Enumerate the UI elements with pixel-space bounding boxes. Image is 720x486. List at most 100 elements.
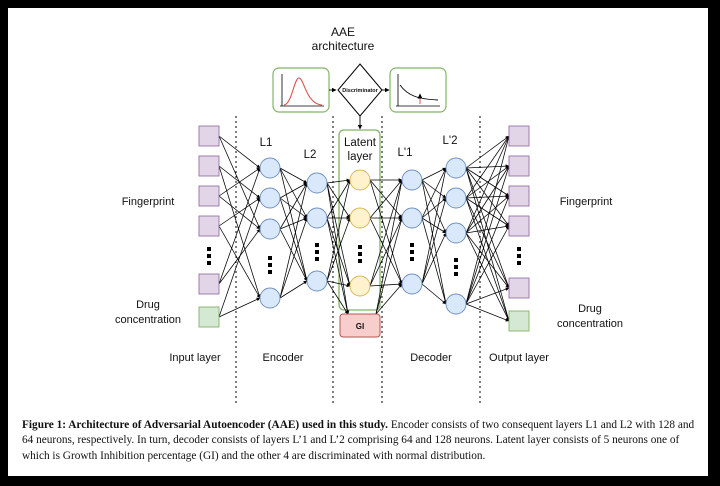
lp2-to-output-edge [465,232,510,289]
input-fingerprint-label: Fingerprint [122,196,175,208]
input-to-l1-edge [218,197,261,227]
gi-to-lp1-edge [375,283,403,315]
lp2-ellipsis-icon [454,258,458,262]
layer-l2-label: L2 [304,149,317,161]
lp1-to-lp2-edge [421,283,447,305]
section-output-label: Output layer [489,352,549,364]
lp2-ellipsis-icon [454,265,458,269]
input-to-l1-edge [218,165,261,299]
lp2-to-output-edge [465,197,510,289]
lp2-to-output-edge [465,197,510,227]
input-node [198,273,220,295]
layer-l1-label: L1 [260,137,273,149]
latent-layer-label-line1: Latent [344,137,377,149]
output-node [508,215,530,237]
figure-frame: AAE architecture Discriminator L1 L2 Lat… [8,8,708,476]
l2-to-latent-edge [326,182,351,219]
input-drug-label-line2: concentration [115,314,181,326]
lp2-to-output-edge [465,194,510,199]
lp2-to-output-edge [465,195,510,234]
lp1-to-lp2-edge [421,197,447,285]
gi-node: GI [339,313,381,338]
gaussian-distribution-box [272,67,330,113]
layer-lp1-label: L'1 [398,147,413,159]
l1-neuron [259,287,281,309]
lp1-to-lp2-edge [421,232,447,285]
lp1-ellipsis-icon [410,250,414,254]
lp2-to-output-edge [465,224,510,234]
latent-neuron [349,207,371,229]
l2-to-latent-edge [326,182,352,287]
aae-diagram: AAE architecture Discriminator L1 L2 Lat… [115,25,623,403]
figure-caption: Figure 1: Architecture of Adversarial Au… [22,418,702,464]
lp2-ellipsis-icon [454,272,458,276]
input-node [198,185,220,207]
l1-neuron [259,187,281,209]
l2-to-latent-edge [326,217,351,287]
output-node [508,125,530,147]
caption-bold: Figure 1: Architecture of Adversarial Au… [22,419,388,431]
lp1-to-lp2-edge [421,167,447,181]
input-to-l1-edge [218,197,261,318]
loss-curve-icon [399,84,439,101]
lp2-to-output-edge [465,135,510,169]
lp2-to-output-edge [465,232,510,322]
lp1-to-lp2-edge [421,179,447,234]
l2-to-latent-edge [326,280,351,288]
lp2-to-output-edge [465,135,510,199]
latent-to-lp1-edge [369,217,403,285]
lp2-to-output-edge [465,165,510,234]
l2-to-latent-edge [326,217,351,282]
latent-ellipsis-icon [358,252,362,256]
title-line2: architecture [312,39,375,53]
discriminator-label: Discriminator [342,88,378,94]
section-decoder-label: Decoder [410,352,452,364]
input-node [198,215,220,237]
input-to-l1-edge [218,135,261,169]
lp1-to-lp2-edge [421,167,447,219]
lp2-to-output-edge [465,197,510,322]
latent-neuron [349,169,371,191]
caption-text: Encoder consists of two consequent layer… [22,419,695,462]
drug-output-node [508,310,530,332]
l1-to-l2-edge [279,217,308,299]
l1-to-l2-edge [279,167,308,184]
l2-to-gi-edge [326,182,350,315]
latent-layer-label-line2: layer [348,151,373,163]
l1-to-l2-edge [279,182,309,299]
l2-to-latent-edge [326,179,352,282]
l2-to-latent-edge [326,178,351,184]
drug-input-node [198,306,220,328]
latent-neuron [349,275,371,297]
lp2-neuron [445,157,467,179]
latent-layer-box [338,129,381,311]
l2-to-latent-edge [326,179,351,219]
l1-to-l2-edge [279,182,308,230]
input-to-l1-edge [218,135,261,230]
lp1-neuron [401,207,423,229]
lp2-neuron [445,293,467,315]
layer-lp2-label: L'2 [443,135,458,147]
l1-to-l2-edge [279,217,308,230]
latent-to-lp1-edge [369,179,403,219]
network-connections [218,135,510,322]
section-input-label: Input layer [169,352,221,364]
l2-ellipsis-icon [315,250,319,254]
l2-neuron [306,207,328,229]
input-ellipsis-icon [207,247,211,251]
l1-ellipsis-icon [268,256,272,260]
lp2-to-output-edge [465,287,510,305]
lp1-ellipsis-icon [410,257,414,261]
lp2-to-output-edge [465,165,510,199]
lp1-ellipsis-icon [410,243,414,247]
lp1-to-lp2-edge [421,197,447,219]
input-ellipsis-icon [207,261,211,265]
latent-to-lp1-edge [369,179,403,287]
latent-ellipsis-icon [358,259,362,263]
lp1-to-lp2-edge [421,217,447,305]
lp2-to-output-edge [465,167,510,322]
lp2-to-output-edge [465,165,510,305]
input-to-l1-edge [218,297,261,318]
section-encoder-label: Encoder [263,352,304,364]
output-ellipsis-icon [517,247,521,251]
